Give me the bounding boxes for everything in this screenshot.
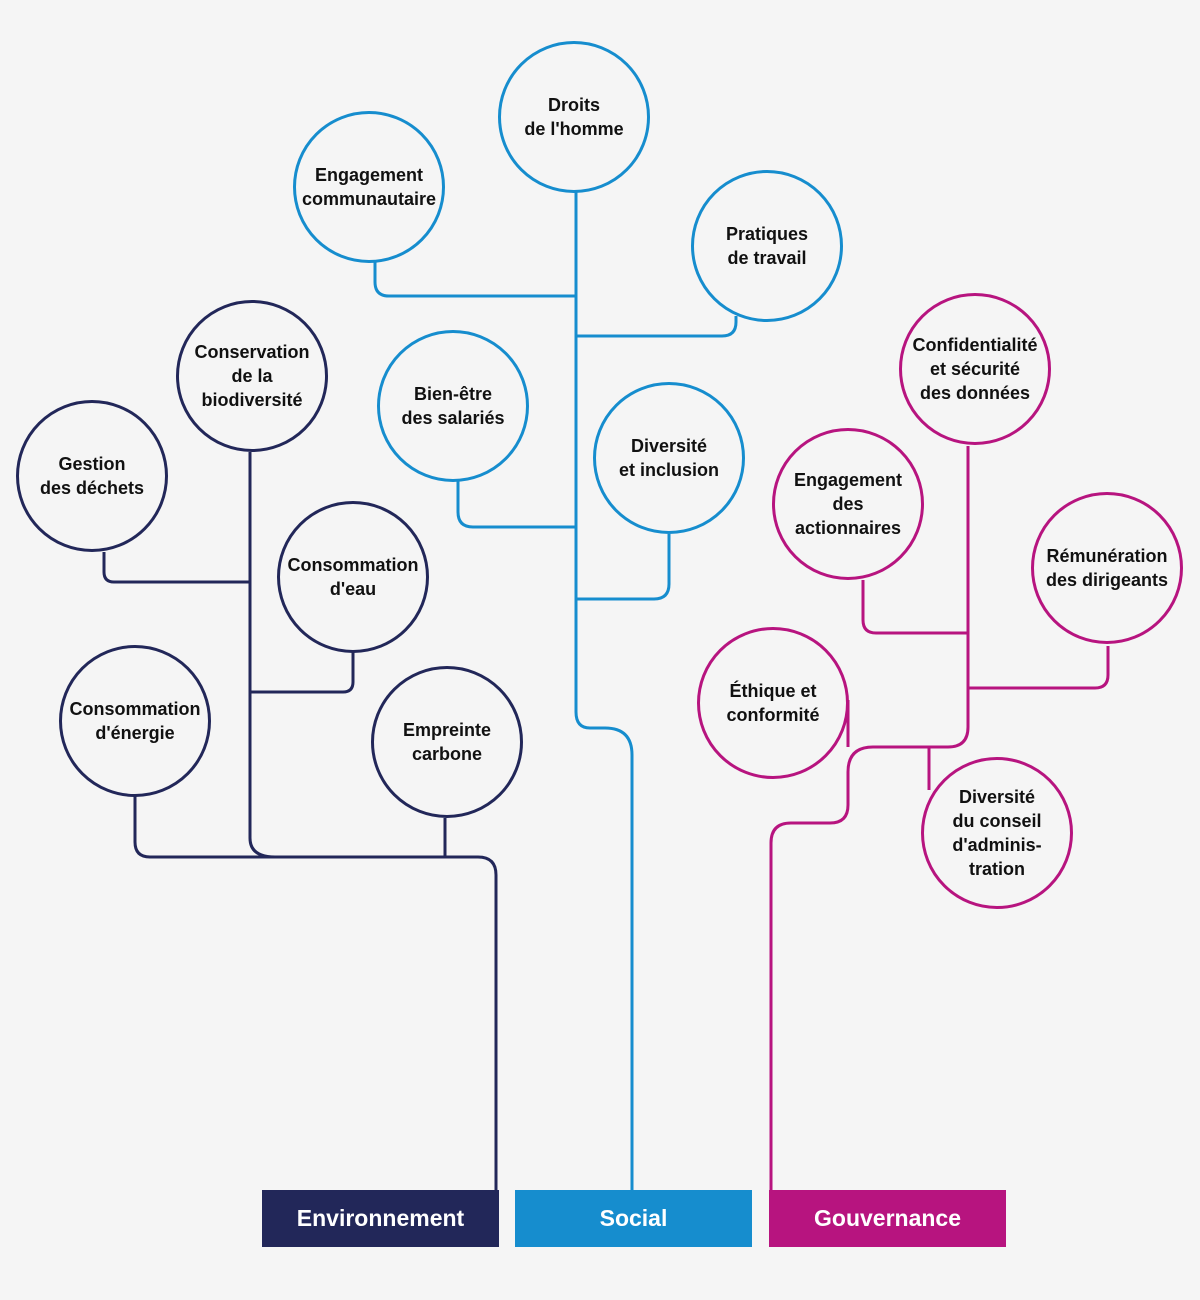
compensation-branch bbox=[968, 646, 1110, 690]
category-environment: Environnement bbox=[262, 1190, 499, 1247]
social-trunk bbox=[574, 191, 634, 1190]
node-ethics-compliance: Éthique et conformité bbox=[697, 627, 849, 779]
governance-branches bbox=[769, 446, 1110, 1190]
diversity-branch bbox=[576, 534, 671, 601]
node-community-engagement: Engagement communautaire bbox=[293, 111, 445, 263]
environment-branches bbox=[102, 452, 498, 1190]
node-data-privacy-security: Confidentialité et sécurité des données bbox=[899, 293, 1051, 445]
node-water-consumption: Consommation d'eau bbox=[277, 501, 429, 653]
category-governance: Gouvernance bbox=[769, 1190, 1006, 1247]
social-branches bbox=[373, 191, 738, 1190]
node-labor-practices: Pratiques de travail bbox=[691, 170, 843, 322]
environment-trunk bbox=[133, 795, 498, 1190]
biodiversity-stem bbox=[248, 452, 276, 859]
node-executive-compensation: Rémunération des dirigeants bbox=[1031, 492, 1183, 644]
node-shareholder-engagement: Engagement des actionnaires bbox=[772, 428, 924, 580]
waste-branch bbox=[102, 552, 250, 584]
node-carbon-footprint: Empreinte carbone bbox=[371, 666, 523, 818]
node-diversity-inclusion: Diversité et inclusion bbox=[593, 382, 745, 534]
community-branch bbox=[373, 262, 576, 298]
node-employee-wellbeing: Bien-être des salariés bbox=[377, 330, 529, 482]
labor-branch bbox=[576, 316, 738, 338]
node-board-diversity: Diversité du conseil d'adminis- tration bbox=[921, 757, 1073, 909]
node-biodiversity-conservation: Conservation de la biodiversité bbox=[176, 300, 328, 452]
wellbeing-branch bbox=[456, 481, 576, 529]
governance-trunk bbox=[769, 446, 970, 1190]
category-social: Social bbox=[515, 1190, 752, 1247]
water-branch bbox=[250, 652, 355, 694]
node-energy-consumption: Consommation d'énergie bbox=[59, 645, 211, 797]
node-waste-management: Gestion des déchets bbox=[16, 400, 168, 552]
shareholders-branch bbox=[861, 580, 968, 635]
node-human-rights: Droits de l'homme bbox=[498, 41, 650, 193]
